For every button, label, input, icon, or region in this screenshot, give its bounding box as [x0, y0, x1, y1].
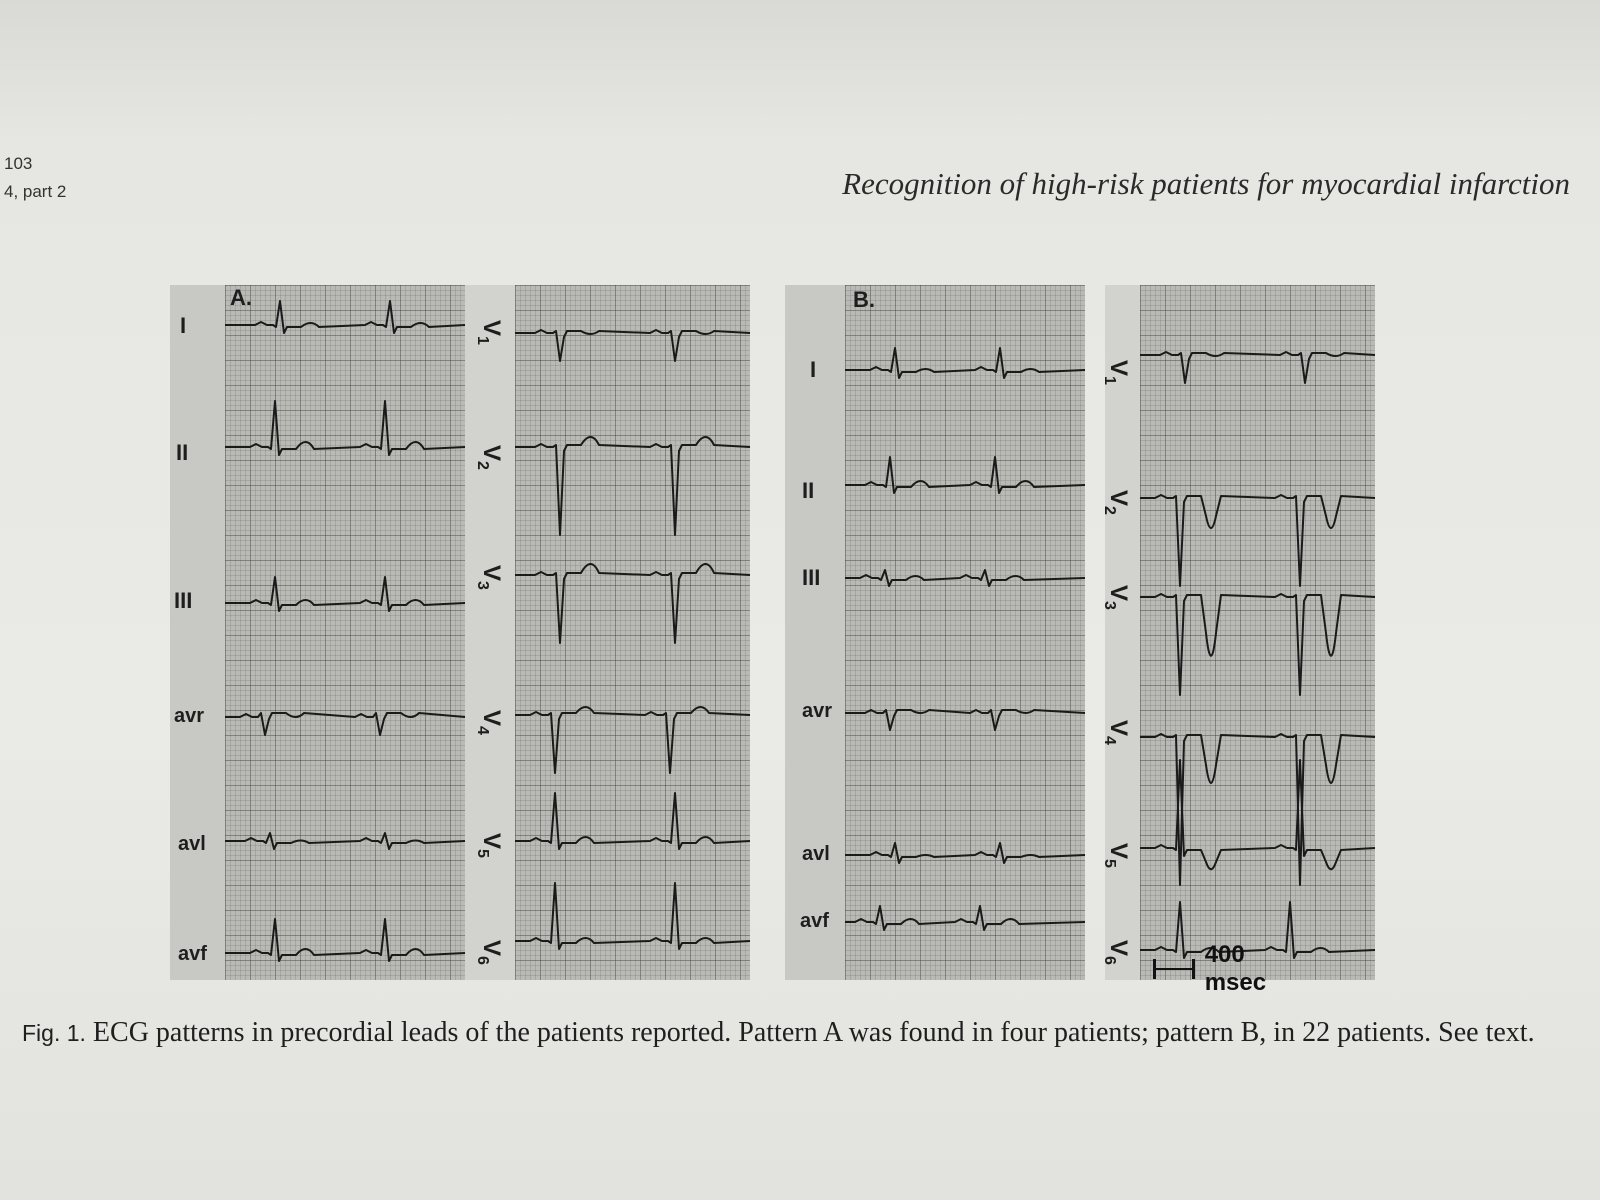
- lead-label: avf: [178, 943, 207, 965]
- panel-a-right-grid: [515, 285, 750, 980]
- lead-label: V6: [474, 940, 505, 965]
- lead-label: III: [802, 565, 821, 590]
- cut-off-body-text: [0, 1160, 1600, 1200]
- ecg-trace: [845, 709, 1086, 731]
- ecg-trace: [515, 563, 751, 644]
- lead-label: avr: [802, 700, 833, 722]
- lead-label: II: [176, 440, 189, 465]
- lead-label: V6: [1101, 940, 1132, 965]
- ecg-trace: [1140, 494, 1376, 587]
- ecg-trace: [845, 347, 1086, 379]
- lead-label: III: [174, 588, 193, 613]
- lead-label: V4: [474, 710, 505, 735]
- ecg-trace: [225, 712, 466, 736]
- lead-label: V2: [474, 445, 505, 470]
- caption-text: ECG patterns in precordial leads of the …: [92, 1017, 1535, 1048]
- lead-label: V2: [1101, 490, 1132, 515]
- ecg-trace: [1140, 351, 1376, 384]
- ecg-trace: [845, 456, 1086, 494]
- lead-label: avl: [178, 833, 206, 855]
- lead-label: V1: [1101, 360, 1132, 385]
- caption-label: Fig. 1.: [22, 1020, 86, 1046]
- ecg-trace: [845, 905, 1086, 931]
- ecg-trace: [515, 329, 751, 362]
- lead-label: V5: [474, 833, 505, 858]
- lead-label: V3: [474, 565, 505, 590]
- lead-label: avl: [802, 843, 830, 865]
- scale-bar-line: [1153, 959, 1195, 979]
- lead-label: V3: [1101, 585, 1132, 610]
- lead-label: I: [810, 357, 817, 382]
- lead-label: V4: [1101, 720, 1132, 745]
- ecg-trace: [845, 569, 1086, 587]
- lead-label: avf: [800, 910, 829, 932]
- ecg-trace: [1140, 759, 1376, 871]
- panel-a-left-grid: [225, 285, 465, 980]
- panel-b-left-grid: [845, 285, 1085, 980]
- figure-caption: Fig. 1. ECG patterns in precordial leads…: [22, 1015, 1552, 1051]
- ecg-trace: [845, 842, 1086, 864]
- panel-b-letter: B.: [853, 287, 875, 312]
- ecg-trace: [225, 918, 466, 962]
- lead-label: V5: [1101, 843, 1132, 868]
- ecg-trace: [225, 832, 466, 850]
- ecg-trace: [515, 436, 751, 536]
- time-scale-bar: 400 msec: [1153, 941, 1282, 996]
- scale-bar-label: 400 msec: [1204, 941, 1267, 996]
- running-title: Recognition of high-risk patients for my…: [842, 166, 1570, 201]
- ecg-trace: [1140, 593, 1376, 696]
- ecg-trace: [225, 400, 466, 456]
- ecg-traces: [225, 300, 1376, 962]
- ecg-trace: [515, 706, 751, 774]
- panel-a-letter: A.: [230, 285, 252, 310]
- ecg-trace: [515, 882, 751, 950]
- ecg-trace: [1140, 901, 1376, 959]
- ecg-trace: [225, 300, 466, 334]
- ecg-trace: [515, 792, 751, 850]
- ecg-trace: [225, 576, 466, 612]
- ecg-trace: [1140, 733, 1376, 886]
- page-header-left: 103 4, part 2: [4, 150, 66, 206]
- lead-label: avr: [174, 705, 205, 727]
- lead-label: I: [180, 313, 187, 338]
- lead-label: II: [802, 478, 815, 503]
- issue-label: 4, part 2: [4, 182, 67, 201]
- lead-label: V1: [474, 320, 505, 345]
- page-number: 103: [4, 154, 33, 173]
